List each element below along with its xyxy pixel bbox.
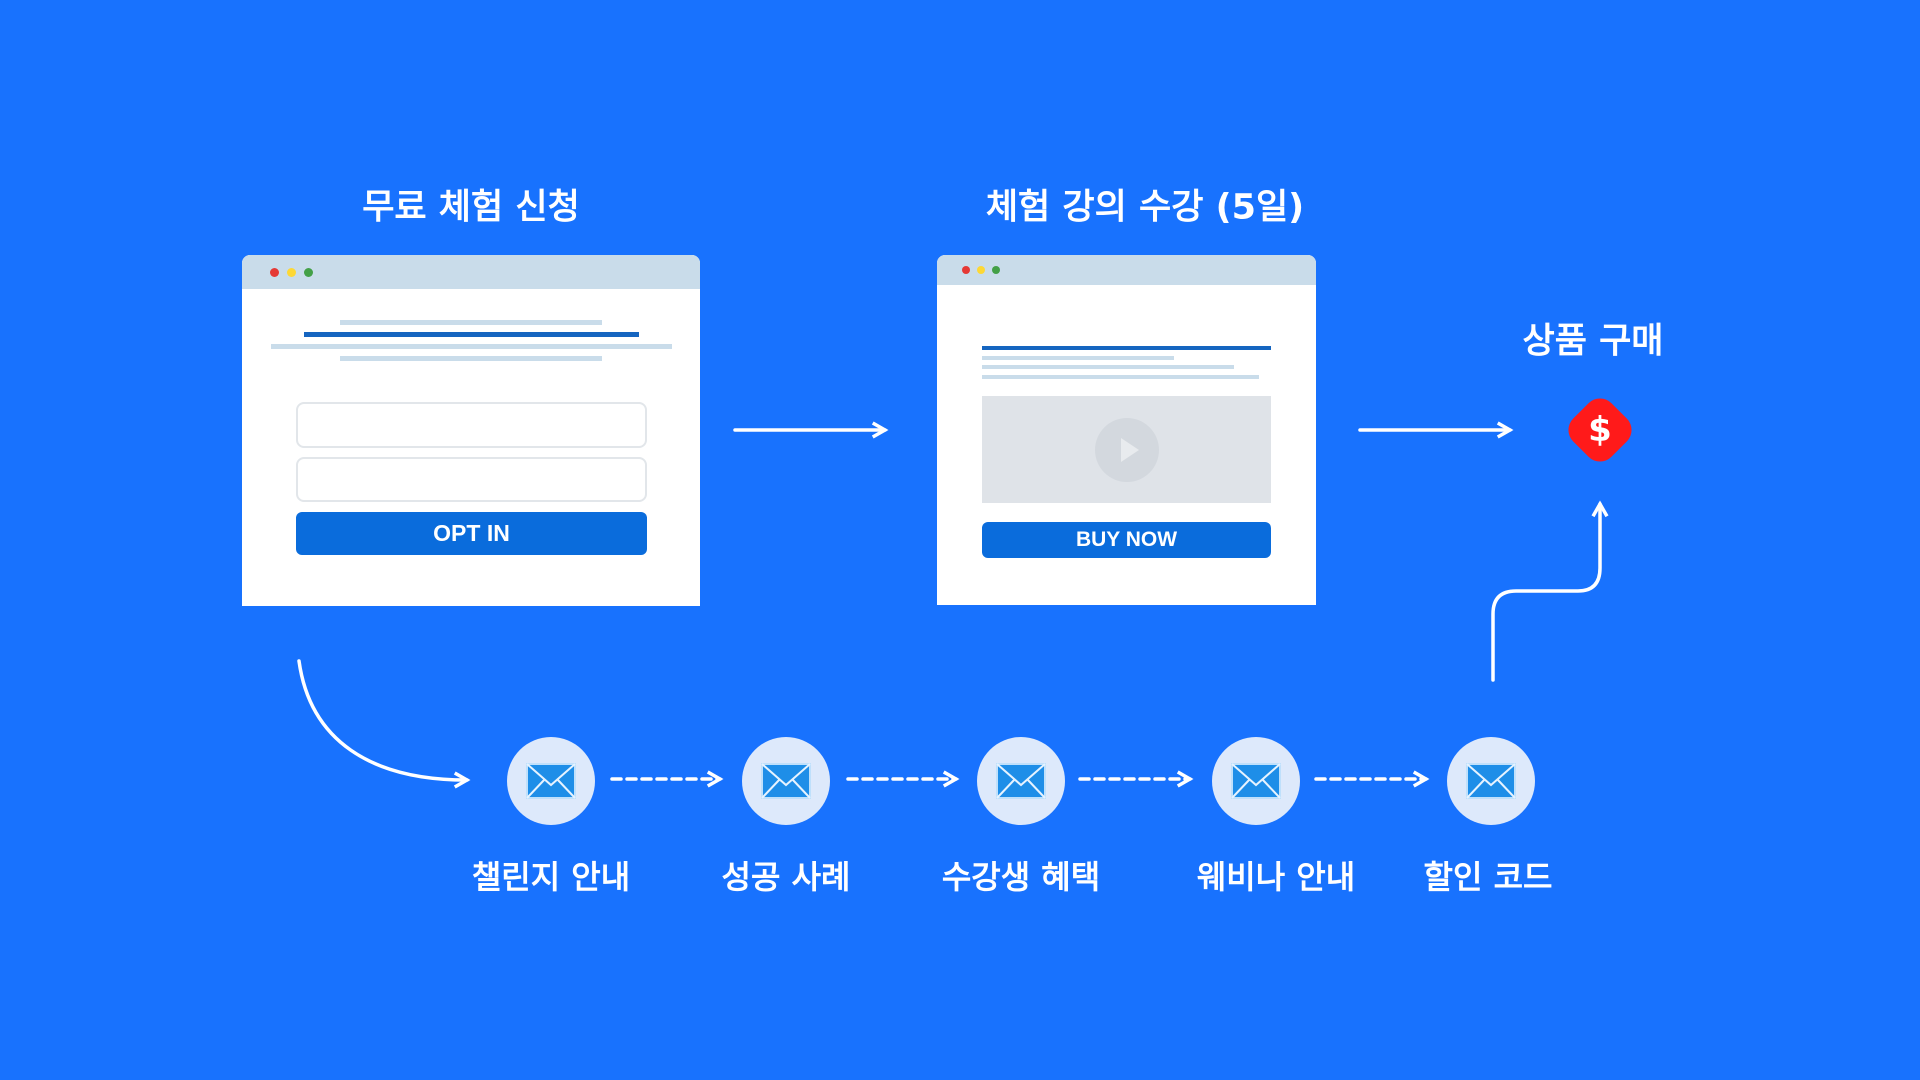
- email-step-2: [742, 737, 830, 825]
- email-step-4: [1212, 737, 1300, 825]
- email-step-1: [507, 737, 595, 825]
- email-step-5: [1447, 737, 1535, 825]
- envelope-icon: [1466, 763, 1516, 799]
- close-dot-icon: [962, 266, 970, 274]
- up-arrow: [1491, 500, 1609, 682]
- browser-titlebar: [937, 255, 1316, 285]
- close-dot-icon: [270, 268, 279, 277]
- minimize-dot-icon: [977, 266, 985, 274]
- step-title-course: 체험 강의 수강 (5일): [985, 187, 1305, 228]
- dollar-icon: $: [1588, 410, 1612, 450]
- email-input[interactable]: [296, 457, 647, 502]
- minimize-dot-icon: [287, 268, 296, 277]
- step-title-optin: 무료 체험 신청: [362, 187, 580, 228]
- headline-line: [982, 346, 1271, 350]
- maximize-dot-icon: [304, 268, 313, 277]
- curved-arrow: [297, 659, 471, 789]
- text-line: [982, 356, 1174, 360]
- email-step-3: [977, 737, 1065, 825]
- optin-page-mockup: OPT IN: [242, 255, 700, 606]
- name-input[interactable]: [296, 402, 647, 448]
- step-title-purchase: 상품 구매: [1522, 321, 1664, 362]
- text-line: [340, 320, 602, 325]
- browser-titlebar: [242, 255, 700, 289]
- play-icon[interactable]: [1095, 418, 1159, 482]
- envelope-icon: [1231, 763, 1281, 799]
- text-line: [271, 344, 672, 349]
- envelope-icon: [761, 763, 811, 799]
- buy-now-button[interactable]: BUY NOW: [982, 522, 1271, 558]
- opt-in-button[interactable]: OPT IN: [296, 512, 647, 555]
- envelope-icon: [996, 763, 1046, 799]
- text-line: [340, 356, 602, 361]
- email-step-label: 수강생 혜택: [941, 858, 1101, 896]
- maximize-dot-icon: [992, 266, 1000, 274]
- email-step-label: 챌린지 안내: [471, 858, 631, 896]
- email-step-label: 할인 코드: [1423, 858, 1553, 896]
- envelope-icon: [526, 763, 576, 799]
- email-step-label: 성공 사례: [721, 858, 851, 896]
- text-line: [982, 375, 1259, 379]
- course-page-mockup: BUY NOW: [937, 255, 1316, 605]
- email-step-label: 웨비나 안내: [1196, 858, 1356, 896]
- text-line: [982, 365, 1234, 369]
- video-player[interactable]: [982, 396, 1271, 503]
- headline-line: [304, 332, 639, 337]
